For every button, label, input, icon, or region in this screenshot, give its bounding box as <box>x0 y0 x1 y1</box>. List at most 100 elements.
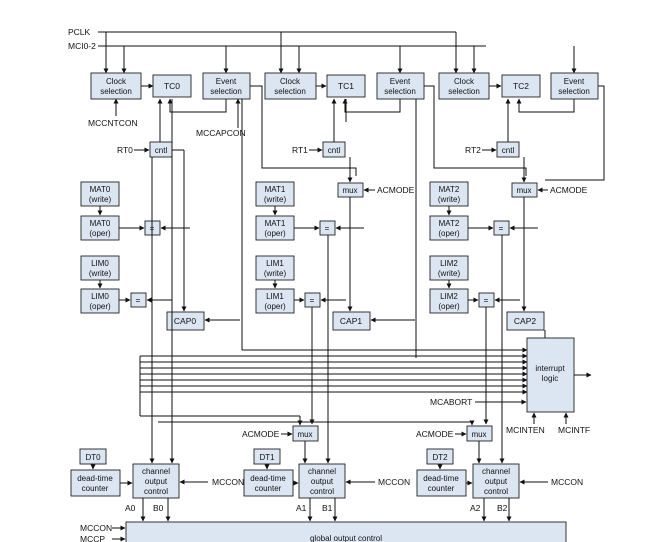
clock-selection-1 <box>264 72 317 100</box>
lim0-oper-box <box>80 288 120 314</box>
global-output-control-box <box>125 521 567 542</box>
rt1-label: RT1 <box>292 145 308 155</box>
a1-label: A1 <box>296 503 307 513</box>
global-output-control-label: global output control <box>310 534 382 542</box>
coc0-l3: control <box>144 487 168 496</box>
coc2-l1: channel <box>482 467 510 476</box>
lim0-oper-l2: (oper) <box>89 302 111 311</box>
lim2-oper-l1: LIM2 <box>440 292 458 301</box>
mcinten-label: MCINTEN <box>506 425 545 435</box>
lim1-oper-l2: (oper) <box>264 302 286 311</box>
lim0-write-l1: LIM0 <box>91 259 109 268</box>
event-selection-2-l1: Event <box>564 77 585 86</box>
clock-selection-0 <box>90 72 142 100</box>
mux2-label: mux <box>516 186 531 195</box>
cap2-box <box>506 311 545 331</box>
acmode1-out-label: ACMODE <box>242 429 280 439</box>
mux1-label: mux <box>342 186 357 195</box>
cntl1-label: cntl <box>328 146 341 155</box>
channel-output-control-0 <box>132 463 180 499</box>
channel-output-control-2 <box>472 463 520 499</box>
clock-selection-2 <box>438 72 490 100</box>
mat1-write-box <box>255 181 295 207</box>
channel-1: Clock selection TC1 Event selection RT1 … <box>242 72 425 522</box>
tc2-box <box>501 74 541 98</box>
dtc1-l1: dead-time <box>250 474 286 483</box>
lim2-write-l2: (write) <box>438 269 461 278</box>
lim0-oper-l1: LIM0 <box>91 292 109 301</box>
interrupt-logic-l2: logic <box>542 374 558 383</box>
event2-side-route <box>545 85 605 181</box>
lim0-write-box <box>80 255 120 281</box>
event0-side-route <box>250 85 357 176</box>
coc1-l1: channel <box>308 467 336 476</box>
mat0-write-l1: MAT0 <box>90 185 111 194</box>
event0-to-tc0 <box>167 98 227 113</box>
mccon2-label: MCCON <box>551 477 583 487</box>
acmode1-label: ACMODE <box>377 185 415 195</box>
mux2-out-label: mux <box>471 430 486 439</box>
mccntcon-label: MCCNTCON <box>88 118 138 128</box>
event1-side-route <box>424 85 527 176</box>
channel-0: Clock selection TC0 Event selection RT0 … <box>70 72 251 522</box>
dtc2-l1: dead-time <box>423 474 459 483</box>
mat0-oper-box <box>80 215 120 241</box>
acmode2-label: ACMODE <box>550 185 588 195</box>
mat0-oper-l2: (oper) <box>89 229 111 238</box>
mat2-write-l1: MAT2 <box>439 185 460 194</box>
eq2a-label: = <box>499 224 504 233</box>
lim1-write-l2: (write) <box>264 269 287 278</box>
dt1-label: DT1 <box>259 453 275 462</box>
eq2b-label: = <box>484 296 489 305</box>
acmode2-out-label: ACMODE <box>416 429 454 439</box>
pclk-label: PCLK <box>68 27 91 37</box>
event2-to-tc2 <box>516 98 575 113</box>
mat2-oper-l1: MAT2 <box>439 219 460 228</box>
cntl2-label: cntl <box>502 146 515 155</box>
mat1-write-l1: MAT1 <box>265 185 286 194</box>
event-selection-0-l1: Event <box>216 77 237 86</box>
channel-2: Clock selection TC2 Event selection RT2 … <box>416 72 599 522</box>
mat2-oper-box <box>429 215 469 241</box>
dtc0-l2: counter <box>82 484 109 493</box>
lim2-write-box <box>429 255 469 281</box>
lim1-oper-l1: LIM1 <box>266 292 284 301</box>
dtc1-l2: counter <box>255 484 282 493</box>
dead-time-counter-2 <box>416 469 467 497</box>
lim1-oper-box <box>255 288 295 314</box>
clock-selection-2-l2: selection <box>448 87 480 96</box>
tc1-box <box>326 74 366 98</box>
rt2-label: RT2 <box>465 145 481 155</box>
b2-label: B2 <box>497 503 508 513</box>
eq0b-label: = <box>136 296 141 305</box>
a0-label: A0 <box>125 503 136 513</box>
event-selection-1 <box>376 72 425 100</box>
rt0-label: RT0 <box>117 145 133 155</box>
dt2-label: DT2 <box>432 453 448 462</box>
mat2-write-box <box>429 181 469 207</box>
clock-selection-2-l1: Clock <box>454 77 475 86</box>
dt0-label: DT0 <box>85 453 101 462</box>
coc2-l2: output <box>485 477 508 486</box>
mci-label: MCI0-2 <box>68 41 96 51</box>
lim2-write-l1: LIM2 <box>440 259 458 268</box>
coc0-l2: output <box>145 477 168 486</box>
clock-selection-1-l1: Clock <box>280 77 301 86</box>
coc1-l2: output <box>311 477 334 486</box>
cntl0-label: cntl <box>155 146 168 155</box>
eq1a-label: = <box>325 224 330 233</box>
lim2-oper-l2: (oper) <box>438 302 460 311</box>
mat1-oper-l1: MAT1 <box>265 219 286 228</box>
clock-selection-0-l1: Clock <box>106 77 127 86</box>
dtc2-l2: counter <box>428 484 455 493</box>
clock-selection-1-l2: selection <box>274 87 306 96</box>
mux1-out-label: mux <box>297 430 312 439</box>
cap0-label: CAP0 <box>174 316 196 326</box>
global-mccp-label: MCCP <box>80 534 105 542</box>
mccon0-label: MCCON <box>212 477 244 487</box>
mat2-oper-l2: (oper) <box>438 229 460 238</box>
mcabort-label: MCABORT <box>430 397 472 407</box>
event-selection-1-l1: Event <box>390 77 411 86</box>
event-selection-2-l2: selection <box>558 87 590 96</box>
